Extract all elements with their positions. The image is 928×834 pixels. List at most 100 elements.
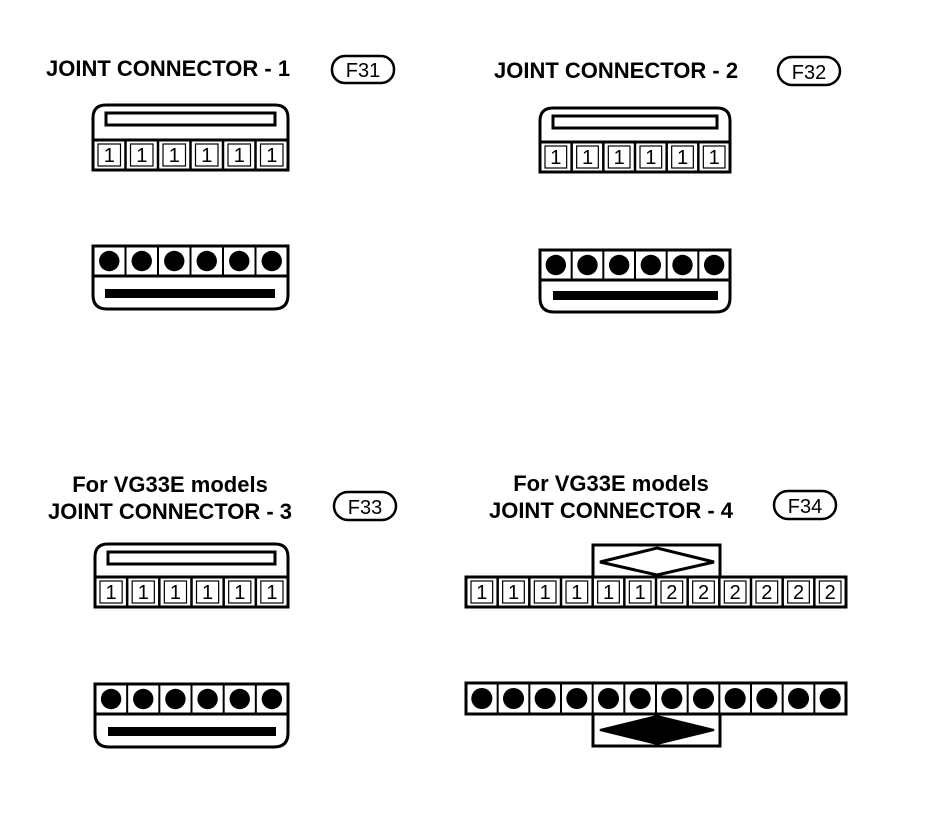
pin-cell-frame bbox=[597, 580, 620, 604]
pin-number: 1 bbox=[540, 582, 551, 604]
socket-dot bbox=[196, 250, 217, 272]
socket-dot bbox=[640, 254, 662, 276]
connector-4-lock-diamond-solid bbox=[599, 714, 715, 746]
connector-4-lock-diamond-outline bbox=[599, 546, 715, 577]
pin-cell-frame bbox=[544, 145, 568, 169]
pin-number: 1 bbox=[106, 582, 117, 604]
socket-dot bbox=[703, 254, 725, 276]
pin-cell-frame bbox=[194, 143, 219, 167]
pin-cell-frame bbox=[195, 580, 220, 604]
socket-dot bbox=[502, 687, 525, 710]
socket-dot bbox=[756, 687, 778, 710]
pin-cell-frame bbox=[787, 580, 810, 604]
pin-cell-frame bbox=[755, 580, 779, 604]
pin-number: 1 bbox=[677, 147, 688, 169]
connector-1-badge-label: F31 bbox=[346, 60, 380, 82]
pin-cell-frame bbox=[227, 143, 252, 167]
pin-cell-frame bbox=[470, 580, 494, 604]
socket-dot bbox=[229, 250, 250, 272]
pin-number: 1 bbox=[266, 582, 277, 604]
pin-number: 1 bbox=[234, 582, 245, 604]
pin-cell-frame bbox=[818, 580, 842, 604]
socket-dot bbox=[99, 250, 120, 272]
pin-cell-frame bbox=[565, 580, 589, 604]
socket-dot bbox=[608, 254, 630, 276]
pin-number: 2 bbox=[761, 582, 772, 604]
connector-2-socket-face bbox=[538, 248, 732, 314]
socket-dot bbox=[471, 687, 493, 710]
pin-cell-frame bbox=[163, 580, 188, 604]
socket-dot bbox=[165, 688, 186, 710]
socket-dot bbox=[724, 687, 746, 710]
pin-number: 1 bbox=[169, 145, 180, 167]
socket-dot bbox=[787, 687, 810, 710]
connector-4-note: For VG33E models bbox=[513, 471, 709, 496]
socket-dot bbox=[131, 250, 152, 272]
pin-cell-frame bbox=[576, 145, 599, 169]
pin-cell-frame bbox=[723, 580, 747, 604]
connector-4-socket-face bbox=[464, 681, 848, 748]
connector-2-badge-label: F32 bbox=[792, 62, 826, 84]
socket-dot bbox=[197, 688, 218, 710]
pin-number: 1 bbox=[170, 582, 181, 604]
pin-cell-frame bbox=[99, 580, 123, 604]
socket-dot bbox=[566, 687, 588, 710]
socket-dot bbox=[229, 688, 250, 710]
socket-dot bbox=[261, 250, 282, 272]
pin-cell-frame bbox=[502, 580, 525, 604]
connector-3-note: For VG33E models bbox=[72, 472, 268, 497]
connector-3-badge-label: F33 bbox=[348, 497, 382, 519]
socket-dot bbox=[672, 254, 693, 276]
socket-dot bbox=[661, 687, 683, 710]
connector-2-title: JOINT CONNECTOR - 2 bbox=[494, 58, 738, 83]
pin-number: 1 bbox=[266, 145, 277, 167]
pin-number: 1 bbox=[614, 147, 625, 169]
pin-cell-frame bbox=[131, 580, 155, 604]
pin-cell-frame bbox=[260, 580, 284, 604]
socket-dot bbox=[629, 687, 651, 710]
connector-2-badge: F32 bbox=[776, 55, 842, 87]
socket-dot bbox=[597, 687, 620, 710]
pin-number: 2 bbox=[793, 582, 804, 604]
pin-cell-frame bbox=[660, 580, 684, 604]
pin-number: 1 bbox=[635, 582, 646, 604]
pin-number: 1 bbox=[138, 582, 149, 604]
connector-4-badge: F34 bbox=[772, 489, 838, 521]
socket-dot bbox=[534, 687, 556, 710]
pin-cell-frame bbox=[639, 145, 663, 169]
pin-number: 1 bbox=[476, 582, 487, 604]
connector-3: For VG33E models JOINT CONNECTOR - 3 F33… bbox=[48, 472, 398, 749]
socket-dot bbox=[692, 687, 715, 710]
pin-cell-frame bbox=[671, 145, 694, 169]
pin-number: 1 bbox=[550, 147, 561, 169]
socket-dot bbox=[545, 254, 567, 276]
connector-3-title: JOINT CONNECTOR - 3 bbox=[48, 499, 292, 524]
connector-1-title: JOINT CONNECTOR - 1 bbox=[46, 56, 290, 81]
pin-cell-frame bbox=[129, 143, 154, 167]
connector-4-title: JOINT CONNECTOR - 4 bbox=[489, 498, 734, 523]
pin-number: 1 bbox=[571, 582, 582, 604]
pin-number: 1 bbox=[234, 145, 245, 167]
socket-dot bbox=[133, 688, 154, 710]
socket-dot bbox=[100, 688, 122, 710]
connector-4-badge-label: F34 bbox=[788, 496, 822, 518]
pin-number: 1 bbox=[201, 145, 212, 167]
pin-number: 1 bbox=[202, 582, 213, 604]
pin-number: 1 bbox=[136, 145, 147, 167]
pin-number: 1 bbox=[645, 147, 656, 169]
pin-cell-frame bbox=[702, 145, 726, 169]
pin-number: 1 bbox=[709, 147, 720, 169]
pin-cell-frame bbox=[259, 143, 284, 167]
pin-number: 1 bbox=[104, 145, 115, 167]
connector-4: For VG33E models JOINT CONNECTOR - 4 F34… bbox=[464, 471, 848, 748]
socket-dot bbox=[164, 250, 185, 272]
connector-3-badge: F33 bbox=[332, 490, 398, 522]
pin-number: 1 bbox=[508, 582, 519, 604]
